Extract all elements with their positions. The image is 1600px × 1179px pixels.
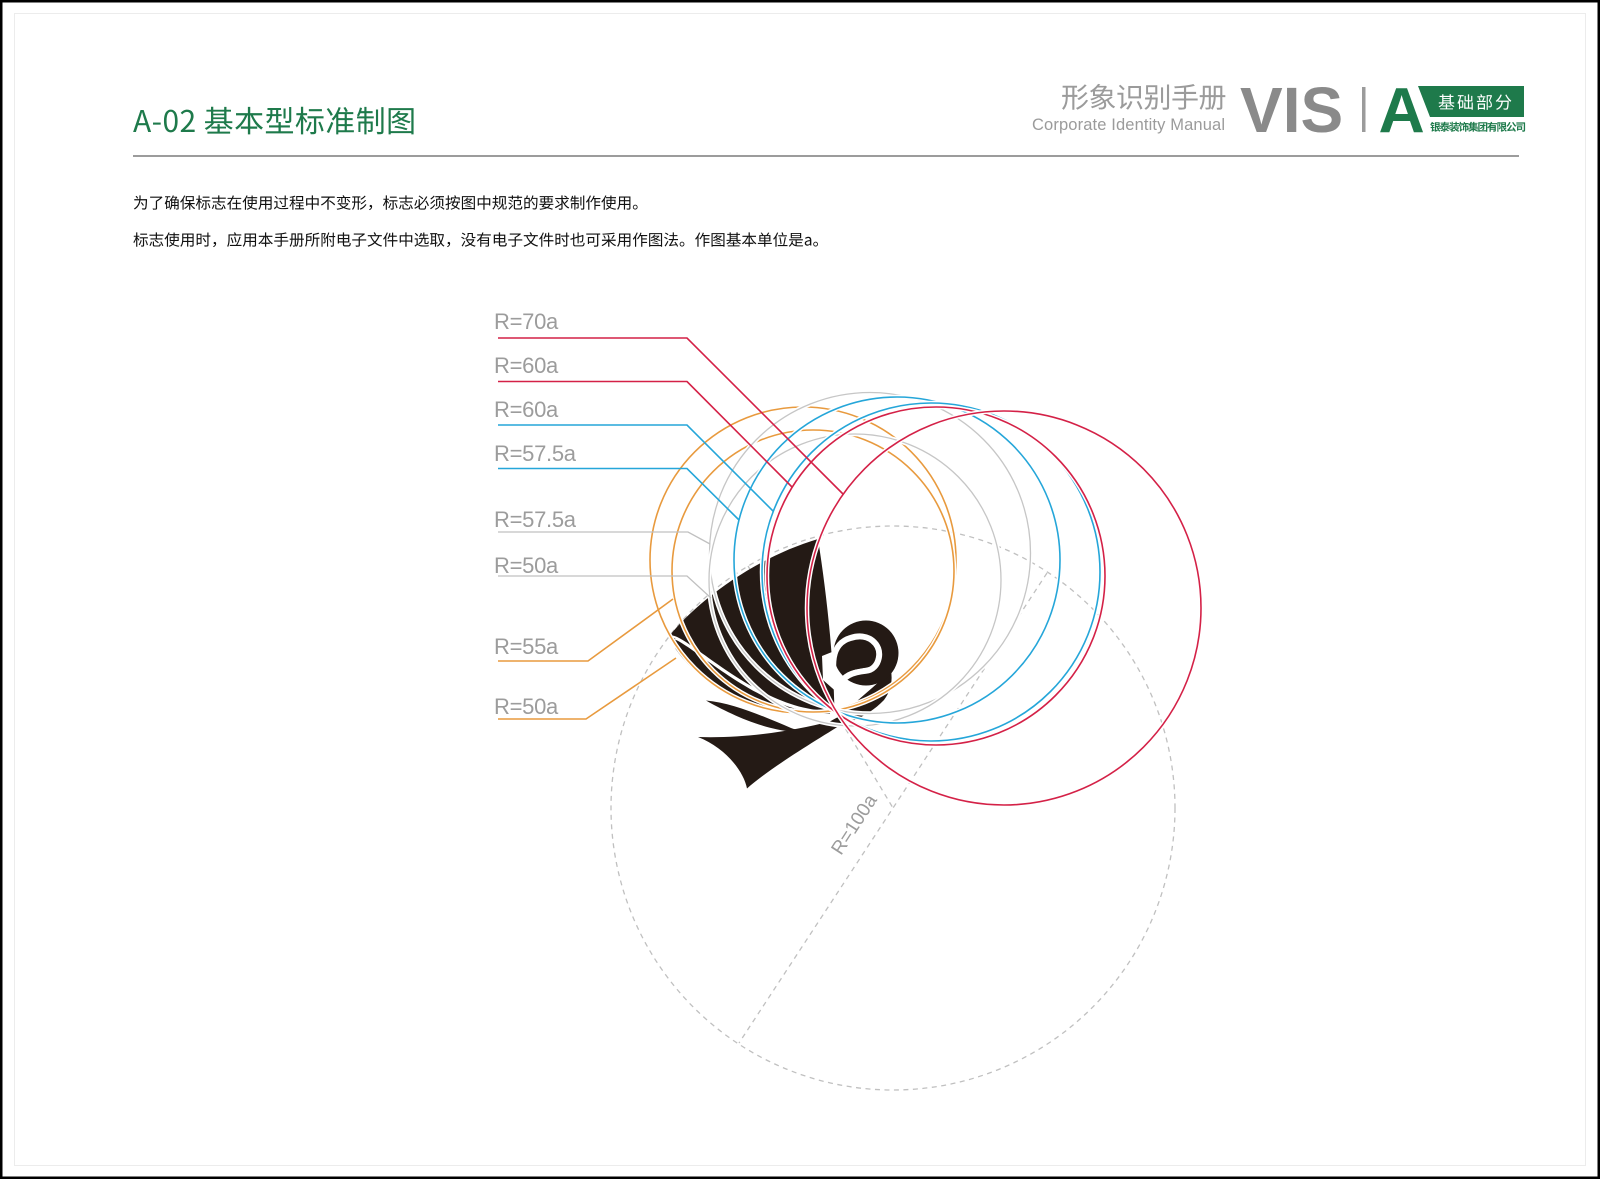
svg-text:R=50a: R=50a: [494, 553, 559, 578]
svg-text:R=55a: R=55a: [494, 634, 559, 659]
svg-text:R=57.5a: R=57.5a: [494, 441, 577, 466]
svg-text:R=57.5a: R=57.5a: [494, 507, 577, 532]
svg-text:R=50a: R=50a: [494, 694, 559, 719]
svg-text:A: A: [1379, 75, 1425, 147]
svg-text:R=100a: R=100a: [828, 791, 882, 859]
svg-text:VIS: VIS: [1240, 74, 1343, 146]
svg-text:R=60a: R=60a: [494, 397, 559, 422]
svg-text:Corporate Identity Manual: Corporate Identity Manual: [1032, 116, 1225, 134]
svg-text:R=70a: R=70a: [494, 309, 559, 334]
svg-text:R=60a: R=60a: [494, 353, 559, 378]
